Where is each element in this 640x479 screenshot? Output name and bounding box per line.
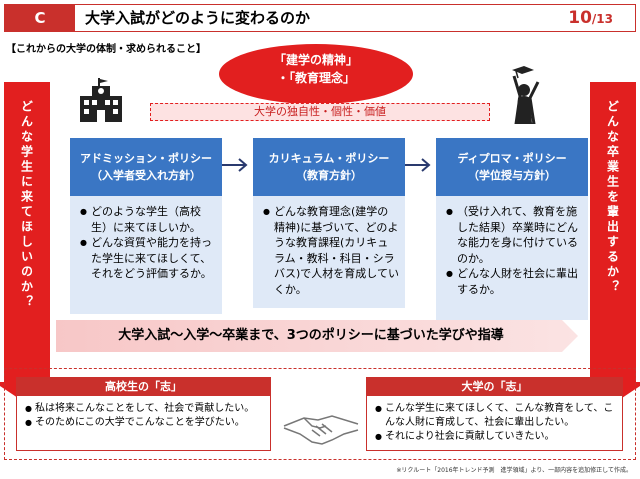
policy-title: アドミッション・ポリシー: [80, 152, 212, 165]
policy-subtitle: （教育方針）: [296, 169, 362, 182]
policy-subtitle: （学位授与方針）: [468, 169, 556, 182]
policy-subtitle: （入学者受入れ方針）: [91, 169, 201, 182]
student-aspiration-body: 私は将来こんなことをして、社会で貢献したい。 そのためにこの大学でこんなことを学…: [17, 396, 270, 430]
handshake-icon: [283, 415, 359, 445]
list-item: どんな教育理念(建学の精神)に基づいて、どのような教育課程(カリキュラム・教科・…: [263, 204, 399, 297]
list-item: こんな学生に来てほしくて、こんな教育をして、こんな人財に育成して、社会に輩出した…: [375, 402, 616, 430]
page-total: /13: [591, 12, 613, 26]
list-item: それにより社会に貢献していきたい。: [375, 430, 616, 444]
policy-header: ディプロマ・ポリシー （学位授与方針）: [436, 138, 588, 196]
university-aspiration-box: 大学の「志」 こんな学生に来てほしくて、こんな教育をして、こんな人財に育成して、…: [366, 377, 623, 451]
right-arrow-icon: [222, 158, 248, 172]
founding-spirit-bubble: [219, 44, 413, 104]
curriculum-policy-card: カリキュラム・ポリシー （教育方針） どんな教育理念(建学の精神)に基づいて、ど…: [253, 138, 405, 308]
aspirations-section: [4, 368, 636, 460]
right-question-banner: どんな卒業生を輩出するか？: [580, 82, 640, 404]
list-item: どんな人財を社会に輩出するか。: [446, 266, 582, 297]
bubble-line-2: ・「教育理念」: [276, 71, 355, 85]
list-item: どのような学生（高校生）に来てほしいか。: [80, 204, 216, 235]
source-footnote: ※リクルート「2016年トレンド予測 進学領域」より、一部内容を追加修正して作成…: [396, 467, 632, 474]
page-counter: 10/13: [568, 5, 613, 32]
policy-header: カリキュラム・ポリシー （教育方針）: [253, 138, 405, 196]
right-question-text: どんな卒業生を輩出するか？: [605, 100, 620, 295]
bubble-line-1: 「建学の精神」: [273, 53, 358, 67]
list-item: 私は将来こんなことをして、社会で貢献したい。: [25, 402, 264, 416]
diploma-policy-card: ディプロマ・ポリシー （学位授与方針） （受け入れて、教育を施した結果）卒業時に…: [436, 138, 588, 320]
university-aspiration-title: 大学の「志」: [367, 378, 622, 396]
policy-title: カリキュラム・ポリシー: [268, 152, 390, 165]
policy-header: アドミッション・ポリシー （入学者受入れ方針）: [70, 138, 222, 196]
list-item: どんな資質や能力を持った学生に来てほしくて、それをどう評価するか。: [80, 235, 216, 282]
founding-spirit-text: 「建学の精神」 ・「教育理念」: [219, 51, 413, 87]
header-bar: C 大学入試がどのように変わるのか 10/13: [4, 4, 636, 32]
university-identity-bar: 大学の独自性・個性・価値: [150, 103, 490, 121]
student-aspiration-box: 高校生の「志」 私は将来こんなことをして、社会で貢献したい。 そのためにこの大学…: [16, 377, 271, 451]
list-item: そのためにこの大学でこんなことを学びたい。: [25, 416, 264, 430]
flow-banner-text: 大学入試～入学～卒業まで、3つのポリシーに基づいた学びや指導: [118, 328, 504, 343]
student-aspiration-title: 高校生の「志」: [17, 378, 270, 396]
policy-title: ディプロマ・ポリシー: [457, 152, 567, 165]
policy-body: どのような学生（高校生）に来てほしいか。 どんな資質や能力を持った学生に来てほし…: [70, 196, 222, 314]
page-number: 10: [568, 8, 592, 28]
left-question-text: どんな学生に来てほしいのか？: [19, 100, 34, 310]
policy-body: （受け入れて、教育を施した結果）卒業時にどんな能力を身に付けているのか。 どんな…: [436, 196, 588, 320]
page-title: 大学入試がどのように変わるのか: [85, 9, 311, 27]
school-building-icon: [80, 78, 122, 122]
admission-policy-card: アドミッション・ポリシー （入学者受入れ方針） どのような学生（高校生）に来てほ…: [70, 138, 222, 314]
flow-banner-arrow: [56, 320, 578, 352]
university-aspiration-body: こんな学生に来てほしくて、こんな教育をして、こんな人財に育成して、社会に輩出した…: [367, 396, 622, 444]
graduate-icon: [512, 66, 540, 124]
right-arrow-icon: [405, 158, 431, 172]
list-item: （受け入れて、教育を施した結果）卒業時にどんな能力を身に付けているのか。: [446, 204, 582, 266]
section-label: C: [5, 5, 75, 31]
section-subheading: 【これからの大学の体制・求められること】: [6, 44, 206, 55]
left-question-banner: どんな学生に来てほしいのか？: [0, 82, 60, 404]
policy-body: どんな教育理念(建学の精神)に基づいて、どのような教育課程(カリキュラム・教科・…: [253, 196, 405, 308]
